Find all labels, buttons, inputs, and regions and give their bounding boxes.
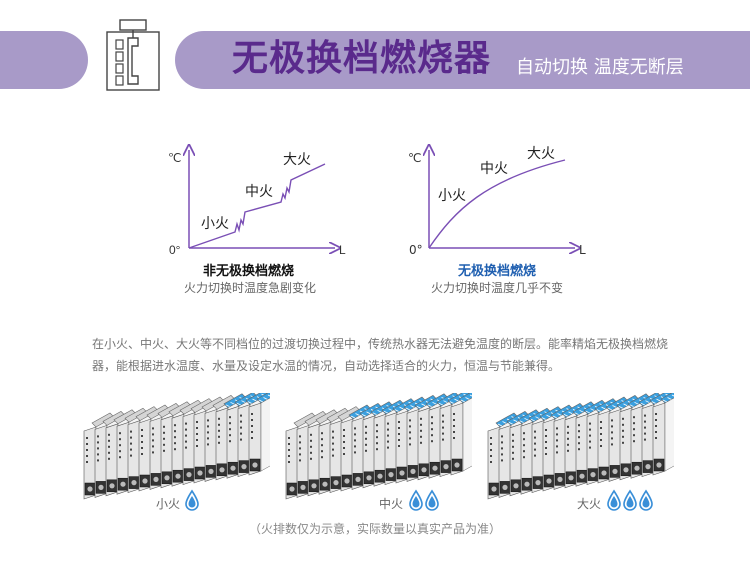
burner-large-fire (487, 393, 674, 500)
label-large-fire: 大火 (283, 152, 311, 168)
water-drop-icon (409, 489, 439, 511)
footnote: （火排数仅为示意，实际数量以真实产品为准） (248, 522, 501, 536)
burner-medium-fire (285, 393, 472, 500)
burner-small-fire (83, 393, 270, 500)
temperature-curve (188, 163, 326, 249)
label-medium-fire: 中火 (480, 161, 508, 177)
y-axis-symbol: ℃ (168, 151, 181, 165)
burner-small-label: 小火 (156, 497, 181, 511)
water-drop-icon (639, 489, 653, 511)
burner-large-label: 大火 (577, 497, 602, 511)
water-drop-icon (607, 489, 621, 511)
burner-unit (652, 393, 674, 476)
water-drop-icon (185, 489, 199, 511)
chart-stepped-caption: 火力切换时温度急剧变化 (184, 281, 317, 295)
origin-label: 0° (169, 243, 181, 257)
label-medium-fire: 中火 (245, 184, 273, 200)
chart-smooth-caption: 火力切换时温度几乎不变 (431, 281, 564, 295)
temperature-curve (428, 159, 566, 249)
burner-unit (248, 393, 270, 476)
gear-shift-icon (106, 18, 160, 91)
burner-unit (450, 393, 472, 476)
water-drop-icon (185, 489, 199, 511)
label-large-fire: 大火 (527, 146, 555, 162)
water-drop-icon (409, 489, 423, 511)
header-band-right (175, 31, 750, 89)
water-drop-icon (425, 489, 439, 511)
water-drop-icon (623, 489, 637, 511)
chart-smooth-title: 无极换档燃烧 (458, 264, 537, 279)
x-axis-symbol: L (579, 243, 586, 257)
chart-smooth: ℃ 0° L 小火 中火 大火 (405, 140, 605, 265)
chart-stepped-title: 非无极换档燃烧 (203, 264, 295, 279)
header-band-left (0, 31, 88, 89)
page-title: 无极换档燃烧器 (232, 38, 492, 79)
label-small-fire: 小火 (438, 188, 466, 204)
burner-medium-label: 中火 (379, 497, 404, 511)
label-small-fire: 小火 (201, 216, 229, 232)
water-drop-icon (607, 489, 653, 511)
description-text: 在小火、中火、大火等不同档位的过渡切换过程中，传统热水器无法避免温度的断层。能率… (92, 337, 669, 373)
x-axis-symbol: L (339, 243, 346, 257)
chart-stepped: ℃ 0° L 小火 中火 大火 (165, 140, 365, 265)
y-axis-symbol: ℃ (408, 151, 421, 165)
origin-label: 0° (409, 243, 423, 257)
page-subtitle: 自动切换 温度无断层 (516, 57, 684, 78)
